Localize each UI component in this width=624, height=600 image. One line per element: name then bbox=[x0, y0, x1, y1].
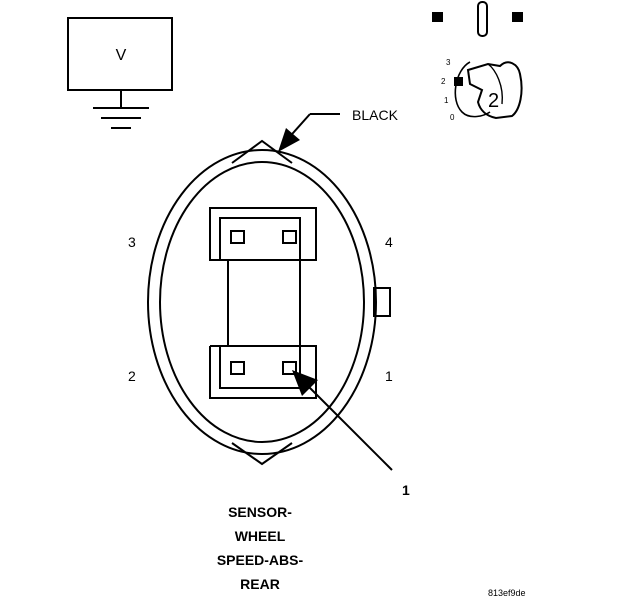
component-caption: SENSOR- WHEEL SPEED-ABS- REAR bbox=[190, 500, 330, 596]
figure-code: 813ef9de bbox=[488, 588, 526, 598]
caption-line: WHEEL bbox=[234, 528, 286, 544]
terminal-block bbox=[209, 207, 317, 399]
key-icon bbox=[432, 1, 523, 37]
caption-line: SENSOR- bbox=[228, 504, 292, 520]
meter-symbol: V bbox=[116, 47, 127, 64]
view-number: 2 bbox=[488, 90, 499, 112]
connector-housing bbox=[147, 139, 391, 466]
callout-number: 1 bbox=[402, 482, 410, 498]
pin-cavity-3 bbox=[230, 230, 245, 244]
pin-label-4: 4 bbox=[385, 234, 393, 250]
scale-tick-2: 2 bbox=[441, 77, 446, 86]
scale-tick-1: 1 bbox=[444, 96, 449, 105]
wire-color-label: BLACK bbox=[352, 107, 399, 123]
ground-symbol-icon bbox=[93, 90, 149, 129]
pin-cavity-1 bbox=[282, 361, 297, 375]
pin-cavity-2 bbox=[230, 361, 245, 375]
pin-cavity-4 bbox=[282, 230, 297, 244]
pin-label-1: 1 bbox=[385, 368, 393, 384]
scale-tick-0: 0 bbox=[450, 113, 455, 122]
pin-cavities bbox=[230, 230, 297, 375]
caption-line: SPEED-ABS- bbox=[216, 552, 304, 568]
pin-label-3: 3 bbox=[128, 234, 136, 250]
pin-label-2: 2 bbox=[128, 368, 136, 384]
scale-tick-3: 3 bbox=[446, 58, 451, 67]
voltmeter-icon: V bbox=[67, 17, 173, 91]
black-wire-leader bbox=[278, 113, 340, 152]
connector-view-icon: 3 2 1 0 2 bbox=[441, 58, 523, 122]
caption-line: REAR bbox=[240, 576, 280, 592]
callout-arrow bbox=[292, 370, 393, 471]
